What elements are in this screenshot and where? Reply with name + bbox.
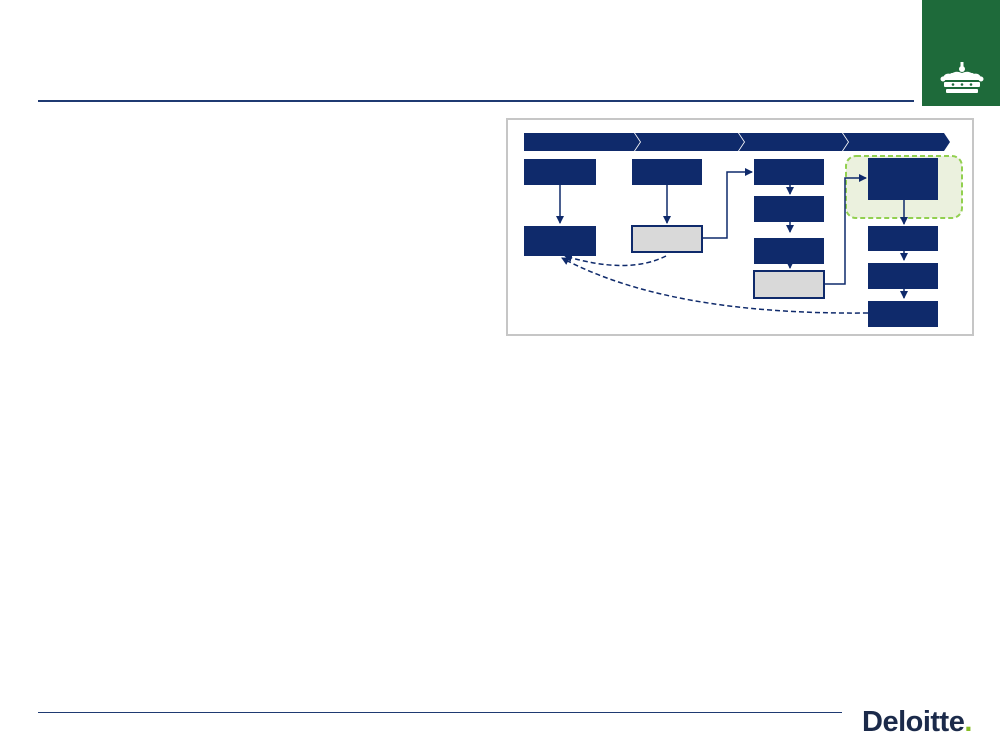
node-12	[868, 301, 938, 327]
node-6	[754, 196, 824, 222]
phase-3	[739, 133, 848, 151]
phase-4	[843, 133, 950, 151]
deloitte-logo: Deloitte.	[862, 706, 972, 746]
crown-icon	[940, 62, 984, 93]
node-4	[631, 225, 703, 253]
footer-rule	[38, 712, 842, 713]
node-10	[868, 226, 938, 251]
node-5	[754, 159, 824, 185]
feedback-arrow-1	[564, 254, 667, 267]
logo-dot: .	[964, 706, 972, 738]
node-7	[754, 238, 824, 264]
feedback-arrow-2	[561, 257, 869, 314]
crest-logo	[922, 0, 1000, 106]
process-diagram	[506, 118, 974, 336]
node-2	[524, 226, 596, 256]
header-rule	[38, 100, 914, 102]
phase-banner	[524, 133, 950, 151]
phase-1	[524, 133, 640, 151]
node-9	[868, 158, 938, 200]
node-11	[868, 263, 938, 289]
node-1	[524, 159, 596, 185]
node-3	[632, 159, 702, 185]
logo-text: Deloitte	[862, 706, 965, 738]
phase-2	[635, 133, 744, 151]
node-8	[753, 270, 825, 299]
